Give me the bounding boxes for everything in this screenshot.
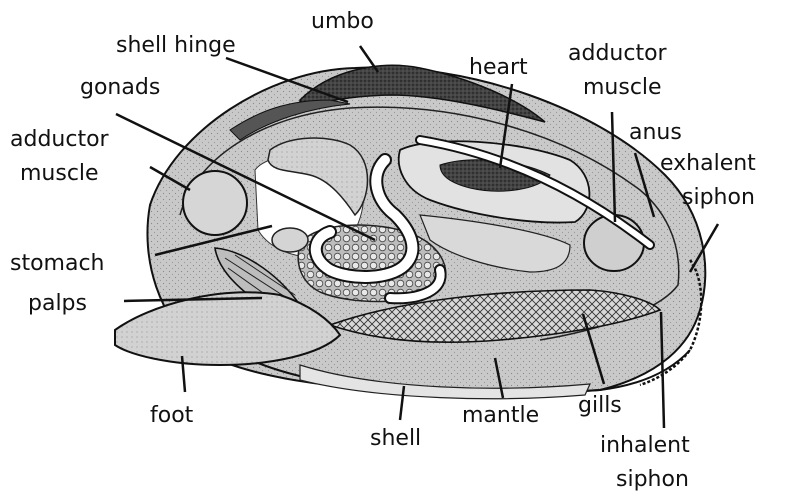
label-gills: gills	[578, 393, 622, 418]
label-inhalent-2: siphon	[616, 467, 689, 492]
label-inhalent-1: inhalent	[600, 433, 690, 458]
label-palps: palps	[28, 291, 87, 316]
stomach-organ	[272, 228, 308, 252]
label-heart: heart	[469, 55, 528, 80]
label-anus: anus	[629, 120, 682, 145]
label-exhalent-1: exhalent	[660, 151, 756, 176]
label-shell: shell	[370, 426, 421, 451]
label-adductor-left-2: muscle	[20, 161, 99, 186]
adductor-muscle-left	[183, 171, 247, 235]
label-exhalent-2: siphon	[682, 185, 755, 210]
label-adductor-left-1: adductor	[10, 127, 110, 152]
label-gonads: gonads	[80, 75, 160, 100]
label-foot: foot	[150, 403, 194, 428]
label-shell-hinge: shell hinge	[116, 33, 236, 58]
label-adductor-right-1: adductor	[568, 41, 668, 66]
label-stomach: stomach	[10, 251, 105, 276]
label-umbo: umbo	[311, 9, 374, 34]
label-mantle: mantle	[462, 403, 539, 428]
label-adductor-right-2: muscle	[583, 75, 662, 100]
